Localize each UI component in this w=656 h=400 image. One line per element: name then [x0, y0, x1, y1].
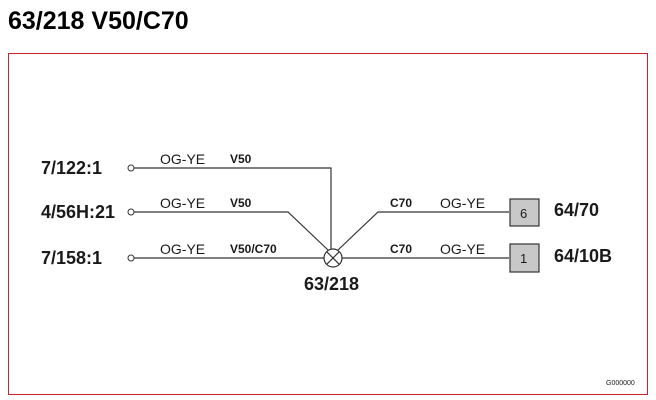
splice-label: 63/218: [304, 274, 359, 294]
left-wire-color-2: OG-YE: [160, 195, 205, 211]
left-variant-2: V50: [230, 196, 252, 210]
left-connector-1: 7/122:1: [41, 158, 102, 178]
pin-number-1: 6: [520, 206, 527, 221]
left-connector-3: 7/158:1: [41, 248, 102, 268]
right-connector-2: 64/10B: [554, 246, 612, 266]
pin-number-2: 1: [520, 251, 527, 266]
figure-code: G000000: [606, 380, 635, 387]
page-title: 63/218 V50/C70: [8, 7, 189, 35]
terminal-dot-1: [127, 164, 135, 172]
right-variant-1: C70: [390, 196, 412, 210]
left-variant-1: V50: [230, 152, 252, 166]
terminal-dot-2: [127, 208, 135, 216]
left-wire-color-1: OG-YE: [160, 151, 205, 167]
right-variant-2: C70: [390, 242, 412, 256]
wire-left-1: [133, 167, 332, 250]
left-connector-2: 4/56H:21: [41, 202, 115, 222]
splice-cross-circle-icon: [323, 248, 343, 268]
wire-left-2: [133, 211, 329, 251]
left-wire-color-3: OG-YE: [160, 241, 205, 257]
right-wire-color-1: OG-YE: [440, 195, 485, 211]
left-variant-3: V50/C70: [230, 242, 277, 256]
right-connector-1: 64/70: [554, 200, 599, 220]
wire-right-1: [337, 211, 509, 251]
pin-box-2: [509, 243, 540, 273]
diagram-frame: [8, 53, 648, 395]
pin-box-1: [509, 198, 540, 227]
right-wire-color-2: OG-YE: [440, 241, 485, 257]
terminal-dot-3: [127, 254, 135, 262]
